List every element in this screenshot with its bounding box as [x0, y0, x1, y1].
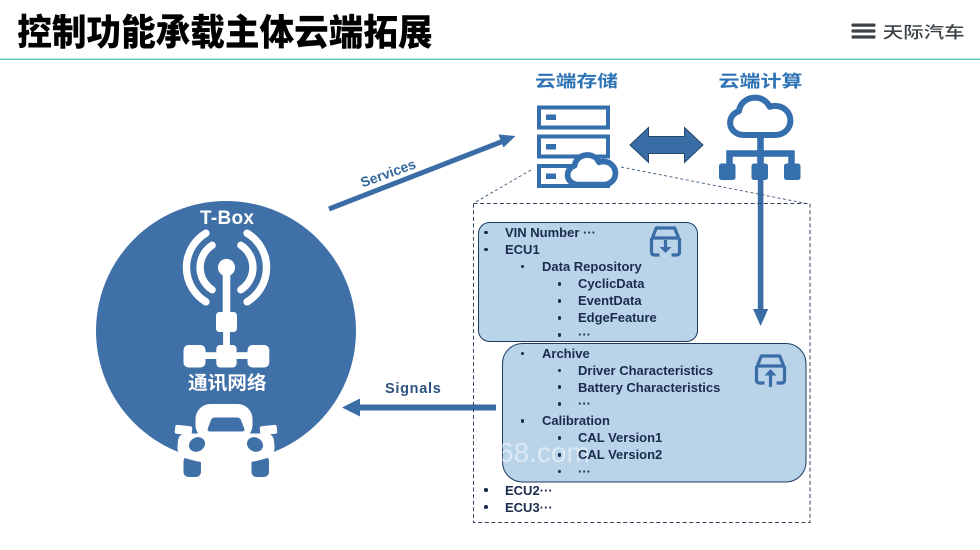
svg-text:68.com: 68.com — [498, 437, 590, 468]
